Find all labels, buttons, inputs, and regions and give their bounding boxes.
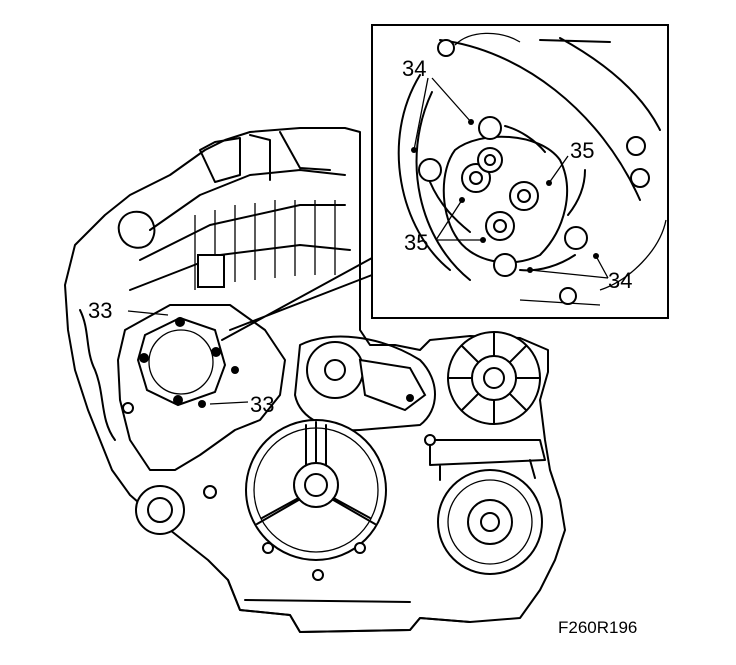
inset-bolt-34-6 <box>630 168 650 188</box>
sump-bolt-2 <box>354 542 366 554</box>
crankshaft-bolt <box>304 473 328 497</box>
inset-plate-slots <box>429 125 586 272</box>
coolant-hose <box>79 309 116 441</box>
sump-bolt-1 <box>262 542 274 554</box>
sump-bolt-3 <box>312 569 324 581</box>
engine-outline <box>64 127 566 633</box>
engine-top-cover <box>199 131 331 183</box>
idler-hub <box>324 359 346 381</box>
inset-leader-34-top <box>413 77 472 151</box>
intake-manifold <box>129 169 351 291</box>
lower-pulley-bolt <box>480 512 500 532</box>
inset-bolt-35-4-core <box>484 154 496 166</box>
inset-bolt-34-2 <box>418 158 442 182</box>
inset-leader-35-top <box>548 155 569 184</box>
inset-bolt-34-7 <box>559 287 577 305</box>
sensor-block <box>197 254 225 288</box>
inset-bolt-35-3-core <box>493 219 507 233</box>
camshaft-cover-plate <box>136 316 227 407</box>
inset-housing-edge <box>454 32 667 306</box>
block-bolt-2 <box>424 434 436 446</box>
cover-bolt-3 <box>173 395 183 405</box>
inset-leader-34-bottom <box>529 255 609 279</box>
leader-line-33-left <box>127 310 169 316</box>
inset-pointer-lines <box>221 257 373 341</box>
housing-bolt-1 <box>231 366 239 374</box>
callout-33-left: 33 <box>88 298 112 323</box>
alternator-hub-inner <box>483 367 505 389</box>
cover-bolt-4 <box>139 353 149 363</box>
inset-leader-35-left <box>435 199 483 241</box>
throttle-body <box>117 210 156 249</box>
crankshaft-pulley-spokes <box>256 421 376 525</box>
inset-bolt-34-4 <box>564 226 588 250</box>
block-bolt-1 <box>122 402 134 414</box>
belt-tensioner-arm <box>358 358 427 412</box>
inset-bolt-34-1 <box>478 116 502 140</box>
tensioner-bolt <box>406 394 414 402</box>
inset-bolt-35-2-core <box>517 189 531 203</box>
cylinder-head-ribs <box>194 200 336 290</box>
lower-bracket <box>429 439 546 481</box>
callout-35-top: 35 <box>570 138 594 163</box>
engine-illustration: 33 33 <box>64 127 566 633</box>
oil-pan <box>227 579 471 633</box>
housing-bolt-2 <box>198 400 206 408</box>
figure-code: F260R196 <box>558 618 637 637</box>
leader-line-33-right <box>209 401 249 405</box>
callout-34-bottom: 34 <box>608 268 632 293</box>
cover-bolt-1 <box>175 317 185 327</box>
drain-bolt <box>203 485 217 499</box>
inset-bolt-34-5 <box>626 136 646 156</box>
timing-cover <box>117 304 286 471</box>
cover-plate-inner <box>148 329 214 395</box>
callout-33-right: 33 <box>250 392 274 417</box>
inset-housing-arcs <box>397 37 661 281</box>
callout-34-top: 34 <box>402 56 426 81</box>
oil-filter-cap <box>147 497 173 523</box>
lower-pulley-groove <box>447 479 533 565</box>
cover-bolt-2 <box>211 347 221 357</box>
inset-bolt-34-3 <box>493 253 517 277</box>
inset-bolt-34-8 <box>437 39 455 57</box>
inset-bolt-35-1-core <box>469 171 483 185</box>
detail-inset: 34 35 35 34 <box>371 24 669 319</box>
callout-35-left: 35 <box>404 230 428 255</box>
